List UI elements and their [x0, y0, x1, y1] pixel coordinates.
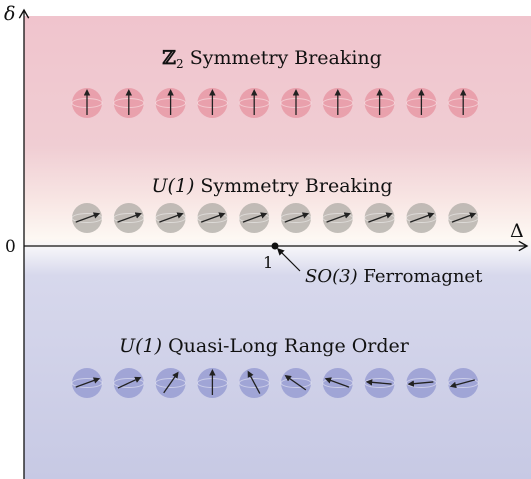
sphere-equator	[447, 378, 479, 388]
sphere-equator	[405, 378, 437, 388]
spin-sphere	[447, 203, 479, 233]
spin-arrow	[407, 380, 434, 387]
spin-sphere	[196, 368, 228, 398]
origin-label: 0	[5, 237, 16, 257]
bottom-phase-title: U(1) Quasi-Long Range Order	[119, 335, 410, 357]
sphere-equator	[405, 213, 437, 223]
spin-sphere	[405, 203, 437, 233]
spin-sphere	[364, 368, 396, 398]
spin-sphere	[280, 88, 312, 118]
sphere-equator	[364, 213, 396, 223]
spin-sphere	[196, 88, 228, 118]
critical-point-math: SO(3)	[305, 266, 358, 287]
spin-arrow	[159, 212, 184, 223]
spin-sphere	[113, 203, 145, 233]
spin-sphere	[238, 368, 270, 398]
middle-title-math: U(1)	[151, 175, 194, 197]
spin-sphere	[238, 88, 270, 118]
y-axis-label: δ	[4, 3, 15, 25]
sphere-equator	[113, 378, 145, 388]
sphere-equator	[155, 378, 187, 388]
spin-sphere	[113, 368, 145, 398]
spin-arrow	[284, 212, 310, 223]
spin-sphere	[364, 88, 396, 118]
spin-arrow	[365, 379, 392, 386]
middle-spin-row	[71, 203, 479, 233]
spin-arrow	[117, 376, 142, 389]
spin-sphere	[238, 203, 270, 233]
top-phase-title-text: Symmetry Breaking	[184, 47, 382, 69]
spin-sphere	[280, 203, 312, 233]
spin-sphere	[113, 88, 145, 118]
spin-arrow	[75, 377, 101, 388]
critical-point-dot	[271, 242, 279, 250]
spin-arrow	[326, 212, 351, 223]
spin-arrow	[409, 212, 435, 223]
spin-arrow	[117, 212, 142, 223]
spin-sphere	[71, 88, 103, 118]
spin-sphere	[322, 88, 354, 118]
spin-arrow	[242, 212, 268, 223]
sphere-equator	[238, 378, 270, 388]
sphere-equator	[71, 378, 103, 388]
sphere-equator	[322, 213, 354, 223]
spin-sphere	[155, 203, 187, 233]
spin-sphere	[364, 203, 396, 233]
spin-sphere	[155, 368, 187, 398]
spin-arrow	[247, 370, 261, 394]
critical-point-text: Ferromagnet	[358, 266, 483, 287]
spin-sphere	[71, 368, 103, 398]
z2-subscript: 2	[176, 57, 184, 71]
sphere-equator	[196, 213, 228, 223]
spin-arrow	[368, 212, 393, 223]
sphere-equator	[113, 213, 145, 223]
spin-sphere	[447, 88, 479, 118]
sphere-equator	[155, 213, 187, 223]
top-phase-title: ℤ2 Symmetry Breaking	[162, 47, 382, 71]
top-spin-row	[71, 88, 479, 118]
middle-phase-title: U(1) Symmetry Breaking	[151, 175, 392, 197]
spin-sphere	[405, 368, 437, 398]
critical-point-pointer	[276, 247, 301, 272]
x-axis-label: Δ	[510, 220, 524, 242]
spin-sphere	[447, 368, 479, 398]
sphere-equator	[280, 378, 312, 388]
bottom-title-math: U(1)	[119, 335, 162, 357]
spin-arrow	[324, 377, 350, 388]
spin-arrow	[284, 374, 307, 391]
spin-sphere	[322, 203, 354, 233]
spin-arrow	[163, 371, 179, 394]
bottom-spin-row	[71, 368, 479, 398]
sphere-equator	[238, 213, 270, 223]
sphere-equator	[322, 378, 354, 388]
sphere-equator	[447, 213, 479, 223]
z2-symbol: ℤ	[162, 47, 176, 69]
spin-sphere	[322, 368, 354, 398]
sphere-equator	[364, 378, 396, 388]
sphere-equator	[71, 213, 103, 223]
spin-arrow	[200, 212, 226, 223]
spin-sphere	[196, 203, 228, 233]
middle-title-text: Symmetry Breaking	[194, 175, 392, 197]
sphere-equator	[280, 213, 312, 223]
spin-sphere	[280, 368, 312, 398]
spin-arrow	[449, 379, 475, 389]
spin-sphere	[71, 203, 103, 233]
spin-sphere	[405, 88, 437, 118]
spin-arrow	[75, 212, 101, 223]
critical-point-label: SO(3) Ferromagnet	[305, 266, 483, 287]
bottom-title-text: Quasi-Long Range Order	[162, 335, 410, 357]
spin-arrow	[451, 212, 477, 223]
spin-sphere	[155, 88, 187, 118]
x-tick-label: 1	[263, 253, 273, 272]
